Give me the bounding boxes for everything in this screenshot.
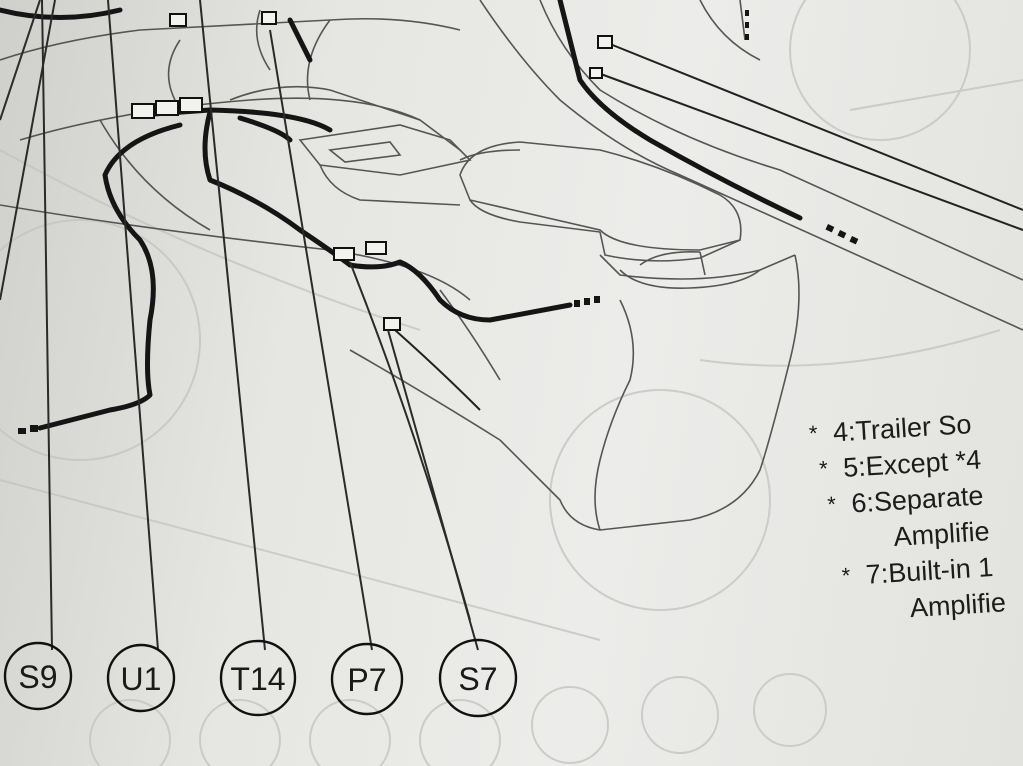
callout-s9: S9: [3, 641, 73, 711]
footnotes: *4:Trailer So *5:Except *4 *6:Separate A…: [808, 401, 1023, 631]
footnote-marker: *: [841, 562, 852, 589]
connector-label-t14: T14: [230, 661, 285, 697]
footnote-text: 4:Trailer So: [832, 409, 973, 448]
footnote-text: 6:Separate: [850, 480, 985, 519]
callout-s7: S7: [438, 638, 518, 718]
vehicle-outline: [0, 0, 1023, 531]
connector-label-s7: S7: [458, 661, 497, 697]
wire-end-dashes: [18, 10, 859, 434]
footnote-text: Amplifie: [909, 587, 1007, 624]
connector-label-p7: P7: [347, 662, 386, 698]
leader-lines: [0, 0, 479, 651]
footnote-text: 7:Built-in 1: [864, 552, 995, 590]
footnote-marker: *: [818, 455, 829, 482]
callout-p7: P7: [330, 642, 404, 716]
connector-callouts: S9 U1 T14 P7 S7: [3, 638, 518, 718]
connector-label-s9: S9: [18, 659, 57, 695]
thin-wires: [394, 39, 1023, 411]
footnote-marker: *: [808, 420, 819, 446]
connector-blocks: [131, 11, 613, 331]
wire-harness: [0, 0, 803, 431]
callout-u1: U1: [106, 643, 176, 713]
footnote-text: Amplifie: [892, 516, 991, 552]
connector-label-u1: U1: [121, 661, 162, 697]
footnote-text: 5:Except *4: [842, 444, 982, 483]
callout-t14: T14: [219, 639, 297, 717]
footnote-marker: *: [826, 491, 837, 517]
